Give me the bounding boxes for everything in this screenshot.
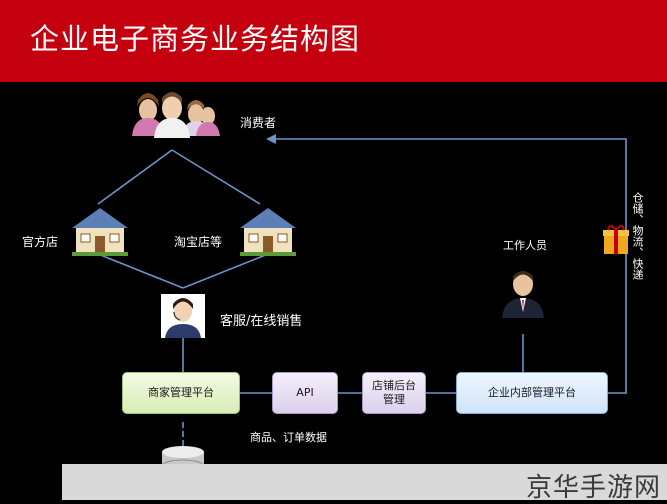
- watermark-text: 京华手游网: [525, 473, 661, 503]
- enterprise-platform-box: 企业内部管理平台: [456, 372, 608, 414]
- shop-backend-box: 店铺后台 管理: [362, 372, 426, 414]
- taobao-store-label: 淘宝店等: [174, 235, 223, 249]
- connector-taobao-cs: [182, 253, 269, 289]
- staff-label: 工作人员: [503, 239, 547, 252]
- official-store-label: 官方店: [22, 235, 59, 249]
- gift-box-icon: [603, 225, 629, 254]
- shop-backend-label-1: 店铺后台: [372, 379, 416, 392]
- headset-agent-icon: [161, 294, 205, 338]
- diagram-canvas: [72, 92, 629, 498]
- connectors: [97, 138, 627, 446]
- title-bar: 企业电子商务业务结构图: [0, 0, 667, 82]
- merchant-platform-label: 商家管理平台: [148, 386, 214, 399]
- watermark-bar: 京华手游网: [62, 464, 667, 503]
- data-label: 商品、订单数据: [250, 431, 327, 444]
- connector-official-cs: [97, 253, 184, 289]
- arrow-to-consumer: [266, 134, 276, 144]
- connector-logistics-loop: [272, 138, 627, 394]
- logistics-label: 仓储、物流、快递: [631, 192, 644, 280]
- businessman-icon: [502, 271, 544, 318]
- api-label: API: [296, 386, 314, 399]
- connector-consumer-official: [97, 149, 173, 205]
- page-title: 企业电子商务业务结构图: [30, 22, 361, 56]
- enterprise-platform-label: 企业内部管理平台: [488, 386, 576, 399]
- people-group-icon: [132, 92, 220, 138]
- house-icon: [72, 208, 128, 256]
- house-icon: [240, 208, 296, 256]
- connector-consumer-taobao: [171, 149, 261, 205]
- api-box: API: [272, 372, 338, 414]
- customer-service-label: 客服/在线销售: [220, 314, 303, 329]
- shop-backend-label-2: 管理: [383, 393, 405, 406]
- merchant-platform-box: 商家管理平台: [122, 372, 240, 414]
- consumer-label: 消费者: [240, 116, 277, 130]
